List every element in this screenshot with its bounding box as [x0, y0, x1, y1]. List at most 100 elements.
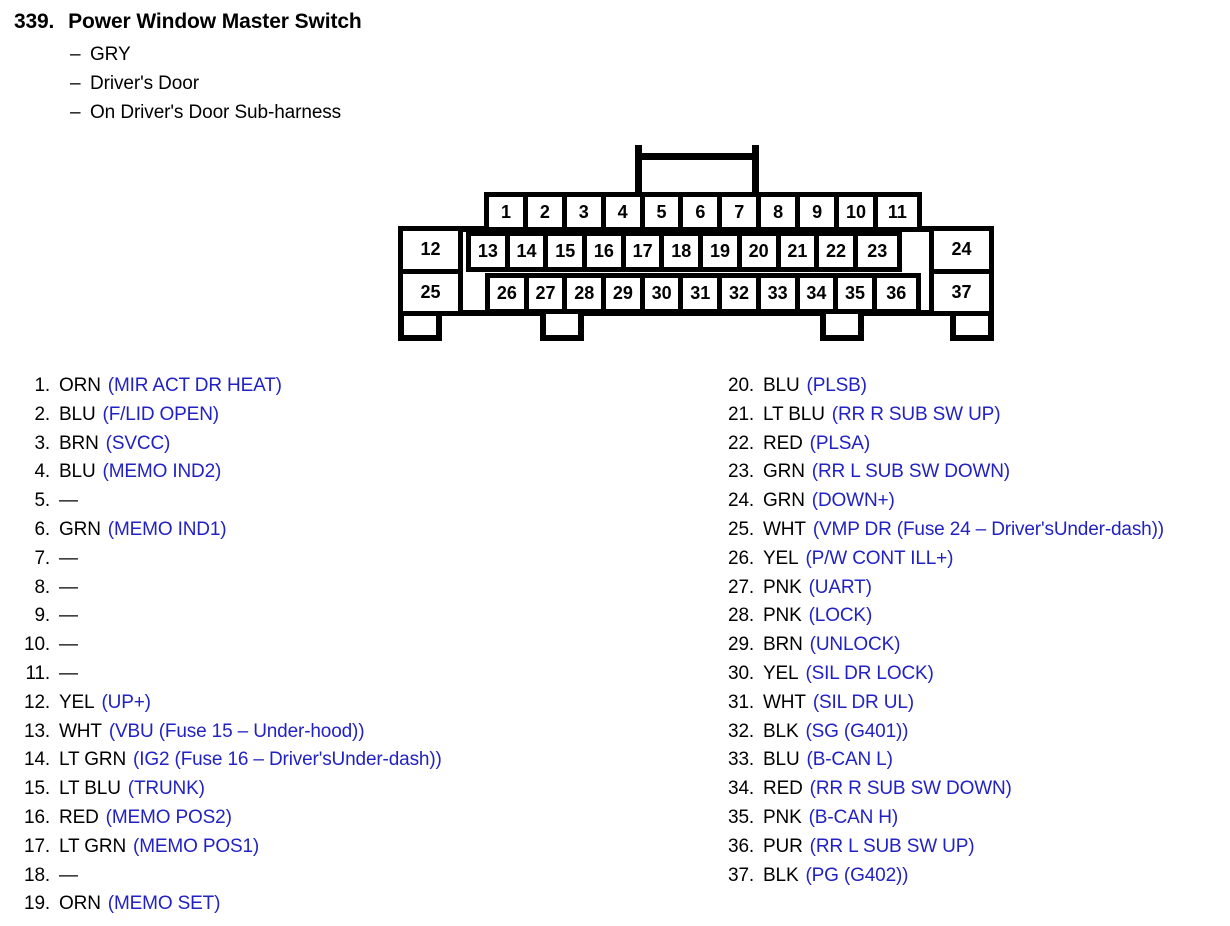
pin-legend-row: 34. RED (RR R SUB SW DOWN): [718, 775, 1230, 804]
pin-wire-color: LT GRN: [59, 835, 127, 857]
pin-wire-color: LT BLU: [763, 403, 825, 425]
pin-legend-row: 26.YEL(P/W CONT ILL+): [718, 545, 1230, 574]
connector-pin-35[interactable]: 35: [838, 278, 877, 309]
pin-wire-color: RED: [763, 778, 803, 800]
connector-pin-30[interactable]: 30: [644, 278, 684, 309]
connector-pin-34[interactable]: 34: [799, 278, 839, 309]
pin-wire-color: PNK: [763, 806, 802, 828]
connector-pin-26[interactable]: 26: [490, 278, 529, 309]
pin-unused-dash: —: [59, 864, 78, 886]
pin-legend-number: 12.: [24, 691, 50, 713]
connector-pin-28[interactable]: 28: [567, 278, 607, 309]
pin-legend-row: 10.—: [14, 631, 614, 660]
connector-pin-18[interactable]: 18: [664, 236, 704, 267]
pin-legend-row: 27.PNK(UART): [718, 574, 1230, 603]
connector-pin-11[interactable]: 11: [877, 197, 917, 227]
connector-pin-33[interactable]: 33: [760, 278, 800, 309]
pin-unused-dash: —: [59, 547, 78, 569]
pin-legend-number: 5.: [34, 490, 50, 512]
connector-pin-6[interactable]: 6: [683, 197, 723, 227]
pin-circuit-name: (PLSB): [806, 375, 867, 396]
pin-legend-number: 30.: [728, 662, 754, 684]
connector-pin-37[interactable]: 37: [934, 273, 989, 311]
pin-wire-color: BLK: [763, 864, 799, 886]
connector-pin-25[interactable]: 25: [403, 273, 458, 311]
pin-legend-number: 22.: [728, 432, 754, 454]
connector-pin-15[interactable]: 15: [548, 236, 588, 267]
pin-legend-row: 20.BLU(PLSB): [718, 372, 1230, 401]
connector-pin-12[interactable]: 12: [403, 231, 458, 274]
pin-legend-row: 7. —: [14, 545, 614, 574]
pin-circuit-name: (MIR ACT DR HEAT): [107, 375, 282, 396]
pin-circuit-name: (MEMO IND1): [107, 518, 227, 540]
connector-pin-32[interactable]: 32: [722, 278, 761, 309]
pin-legend-number: 29.: [728, 634, 754, 656]
connector-pin-7[interactable]: 7: [722, 197, 762, 227]
pin-legend-number: 32.: [728, 720, 754, 742]
connector-pin-5[interactable]: 5: [644, 197, 684, 227]
pin-legend-row: 25.WHT(VMP DR (Fuse 24 – Driver'sUnder-d…: [718, 516, 1230, 545]
pin-legend-row: 33.BLU(B-CAN L): [718, 746, 1230, 775]
pin-legend-row: 35.PNK(B-CAN H): [718, 804, 1230, 833]
pin-legend-number: 24.: [728, 490, 754, 512]
pin-unused-dash: —: [59, 490, 78, 512]
pin-circuit-name: (B-CAN L): [806, 749, 893, 771]
connector-pin-13[interactable]: 13: [471, 236, 510, 267]
pin-wire-color: BLU: [59, 461, 96, 483]
pin-legend-number: 2.: [34, 403, 50, 425]
pin-legend-row: 4.BLU(MEMO IND2): [14, 458, 614, 487]
connector-pin-2[interactable]: 2: [527, 197, 567, 227]
connector-pin-16[interactable]: 16: [587, 236, 626, 267]
connector-pin-27[interactable]: 27: [528, 278, 568, 309]
pin-unused-dash: —: [59, 634, 78, 656]
connector-pin-22[interactable]: 22: [819, 236, 858, 267]
connector-pin-24[interactable]: 24: [934, 231, 989, 274]
latch-crossbar: [635, 153, 759, 160]
connector-pin-9[interactable]: 9: [800, 197, 840, 227]
connector-pin-10[interactable]: 10: [839, 197, 878, 227]
pin-wire-color: YEL: [763, 547, 799, 569]
connector-pin-23[interactable]: 23: [857, 236, 897, 267]
connector-pin-19[interactable]: 19: [703, 236, 742, 267]
pin-circuit-name: (SVCC): [105, 432, 171, 454]
connector-pin-20[interactable]: 20: [741, 236, 781, 267]
pin-legend-number: 7.: [34, 547, 50, 569]
pin-circuit-name: (RR R SUB SW UP): [831, 403, 1001, 425]
pin-legend-row: 5. —: [14, 487, 614, 516]
pin-wire-color: GRN: [59, 518, 101, 540]
pin-legend-number: 1.: [34, 375, 50, 396]
connector-pin-8[interactable]: 8: [761, 197, 801, 227]
subtitle-connector-color: –GRY: [70, 44, 131, 66]
mount-tab: [950, 313, 994, 341]
pin-legend-number: 34.: [728, 778, 754, 800]
connector-pin-29[interactable]: 29: [606, 278, 645, 309]
pin-legend-number: 33.: [728, 749, 754, 771]
pin-legend-number: 20.: [728, 375, 754, 396]
connector-pin-36[interactable]: 36: [876, 278, 916, 309]
pin-wire-color: LT BLU: [59, 778, 121, 800]
pin-legend-number: 17.: [24, 835, 50, 857]
connector-pin-1[interactable]: 1: [489, 197, 528, 227]
pin-legend-number: 4.: [34, 461, 50, 483]
pin-legend-row: 22.RED(PLSA): [718, 430, 1230, 459]
pin-legend-number: 8.: [34, 576, 50, 598]
pin-circuit-name: (RR R SUB SW DOWN): [809, 778, 1012, 800]
connector-pin-14[interactable]: 14: [509, 236, 549, 267]
connector-pin-17[interactable]: 17: [625, 236, 665, 267]
connector-pin-3[interactable]: 3: [566, 197, 606, 227]
connector-pin-21[interactable]: 21: [780, 236, 820, 267]
pin-legend-number: 11.: [25, 662, 50, 684]
mount-tab: [398, 313, 442, 341]
pin-legend-row: 19.ORN(MEMO SET): [14, 890, 614, 919]
pin-circuit-name: (VBU (Fuse 15 – Under-hood)): [108, 720, 365, 742]
connector-pin-4[interactable]: 4: [605, 197, 645, 227]
pin-circuit-name: (SIL DR UL): [812, 691, 914, 713]
pin-legend-row: 18.—: [14, 862, 614, 891]
pin-legend-row: 17.LT GRN(MEMO POS1): [14, 833, 614, 862]
connector-pin-31[interactable]: 31: [683, 278, 723, 309]
pin-legend-row: 31.WHT(SIL DR UL): [718, 689, 1230, 718]
pin-wire-color: PNK: [763, 576, 802, 598]
pin-legend-number: 21.: [728, 403, 754, 425]
